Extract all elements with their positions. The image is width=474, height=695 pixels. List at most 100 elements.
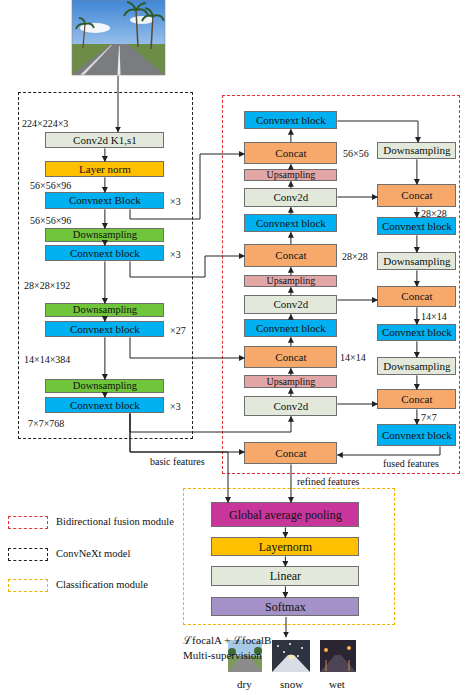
legend-text: Classification module bbox=[56, 580, 148, 591]
layer-name: Downsampling bbox=[73, 305, 137, 316]
concat-box: Concat bbox=[244, 244, 337, 267]
snow-road-image bbox=[289, 655, 294, 660]
flow-arrow bbox=[416, 341, 417, 357]
layer-name: Convnext block bbox=[256, 115, 326, 126]
class-label: snow bbox=[280, 678, 303, 690]
photo-palm bbox=[151, 16, 153, 49]
flow-arrow bbox=[290, 181, 291, 188]
legend-text: Bidirectional fusion module bbox=[56, 517, 174, 528]
upsampling-box: Upsampling bbox=[244, 169, 337, 181]
photo-palm bbox=[136, 10, 138, 47]
snow-road-image bbox=[297, 655, 299, 657]
concat-box: Concat bbox=[377, 286, 456, 307]
flow-arrow bbox=[285, 527, 286, 537]
flow-arrow bbox=[285, 586, 286, 597]
conv-box: Downsampling bbox=[377, 357, 456, 375]
photo-palm bbox=[124, 2, 148, 16]
layer-name: Upsampling bbox=[266, 276, 315, 286]
edge-label: fused features bbox=[383, 458, 439, 469]
convnext-block: Convnext block bbox=[377, 217, 456, 235]
dimension-label: 224×224×3 bbox=[22, 118, 68, 129]
pooling-box: Global average pooling bbox=[211, 502, 359, 527]
flow-arrow bbox=[416, 270, 417, 286]
dimension-label: ×3 bbox=[170, 196, 181, 207]
flow-arrow bbox=[130, 413, 244, 452]
dimension-label: 14×14 bbox=[421, 311, 447, 322]
wet-road-image bbox=[320, 655, 356, 672]
dimension-label: 7×7 bbox=[421, 412, 437, 423]
convnext-block: Convnext block bbox=[244, 111, 337, 129]
layer-name: Downsampling bbox=[383, 145, 450, 156]
convnext-block: Convnext block bbox=[377, 424, 456, 446]
photo-sky bbox=[72, 0, 165, 75]
layer-name: Convnext block bbox=[70, 248, 140, 259]
layer-name: Conv2d bbox=[273, 192, 308, 203]
layer-name: Downsampling bbox=[383, 256, 450, 267]
flow-arrow bbox=[290, 337, 291, 346]
dimension-label: 28×28 bbox=[421, 208, 447, 219]
snow-road-image bbox=[283, 651, 285, 653]
flow-arrow bbox=[130, 413, 228, 502]
layer-name: Convnext block bbox=[382, 327, 452, 338]
dimension-label: 56×56×96 bbox=[30, 215, 71, 226]
flow-arrow bbox=[290, 207, 291, 214]
layer-name: Conv2d K1,s1 bbox=[73, 135, 137, 146]
layer-name: Layer norm bbox=[79, 164, 131, 175]
layer-name: Downsampling bbox=[73, 381, 137, 392]
dimension-label: ×3 bbox=[170, 401, 181, 412]
legend-text: ConvNeXt model bbox=[56, 549, 130, 560]
dimension-label: 56×56×96 bbox=[30, 180, 71, 191]
wet-road-image bbox=[347, 646, 351, 650]
flow-arrow bbox=[290, 267, 291, 275]
layer-name: Conv2d bbox=[273, 401, 308, 412]
convnext-block: Convnext block bbox=[45, 397, 164, 413]
flow-arrow bbox=[416, 159, 417, 184]
layer-name: Linear bbox=[270, 570, 301, 582]
concat-box: Concat bbox=[377, 389, 456, 409]
legend-sample bbox=[8, 548, 48, 561]
snow-road-image bbox=[301, 647, 303, 649]
upsampling-box: Upsampling bbox=[244, 375, 337, 388]
layer-name: Convnext block bbox=[382, 221, 452, 232]
dimension-label: ×27 bbox=[170, 325, 186, 336]
conv-box: Conv2d bbox=[244, 188, 337, 207]
layer-name: Convnext block bbox=[256, 323, 326, 334]
concat-box: Concat bbox=[244, 142, 337, 164]
convnext-block: Convnext block bbox=[377, 324, 456, 341]
dimension-label: 28×28×192 bbox=[24, 280, 70, 291]
input-arrow bbox=[118, 76, 119, 132]
photo-frame bbox=[72, 0, 165, 75]
flow-arrow bbox=[290, 129, 291, 142]
legend-sample bbox=[8, 579, 48, 592]
legend-sample bbox=[8, 516, 48, 529]
flow-arrow bbox=[104, 148, 105, 161]
layer-name: Global average pooling bbox=[229, 509, 342, 521]
flow-arrow bbox=[290, 368, 291, 375]
dimension-label: 7×7×768 bbox=[28, 418, 64, 429]
class-label: wet bbox=[329, 678, 345, 690]
softmax-box: Softmax bbox=[211, 597, 359, 616]
layer-name: Convnext block bbox=[70, 400, 140, 411]
layer-name: Upsampling bbox=[266, 170, 315, 180]
conv-box: Conv2d bbox=[244, 396, 337, 416]
concat-box: Concat bbox=[244, 346, 337, 368]
convnext-block: Convnext block bbox=[244, 319, 337, 337]
layer-name: Convnext Block bbox=[69, 195, 141, 206]
photo-lane bbox=[80, 45, 112, 75]
flow-arrow bbox=[337, 197, 377, 198]
layer-name: Concat bbox=[401, 190, 432, 201]
layer-name: Layernorm bbox=[259, 541, 312, 553]
snow-road-image bbox=[277, 645, 279, 647]
flow-arrow bbox=[104, 261, 105, 303]
flow-arrow bbox=[290, 232, 291, 244]
concat-box: Concat bbox=[377, 184, 456, 207]
concat-box: Concat bbox=[244, 442, 337, 464]
flow-arrow bbox=[416, 375, 417, 389]
output-arrow bbox=[286, 617, 287, 637]
legend-entry: Classification module bbox=[8, 579, 148, 592]
wet-road-image bbox=[349, 660, 350, 671]
flow-arrow bbox=[337, 404, 377, 405]
loss-label: ℒfocalA + ℒfocalB bbox=[183, 634, 271, 646]
